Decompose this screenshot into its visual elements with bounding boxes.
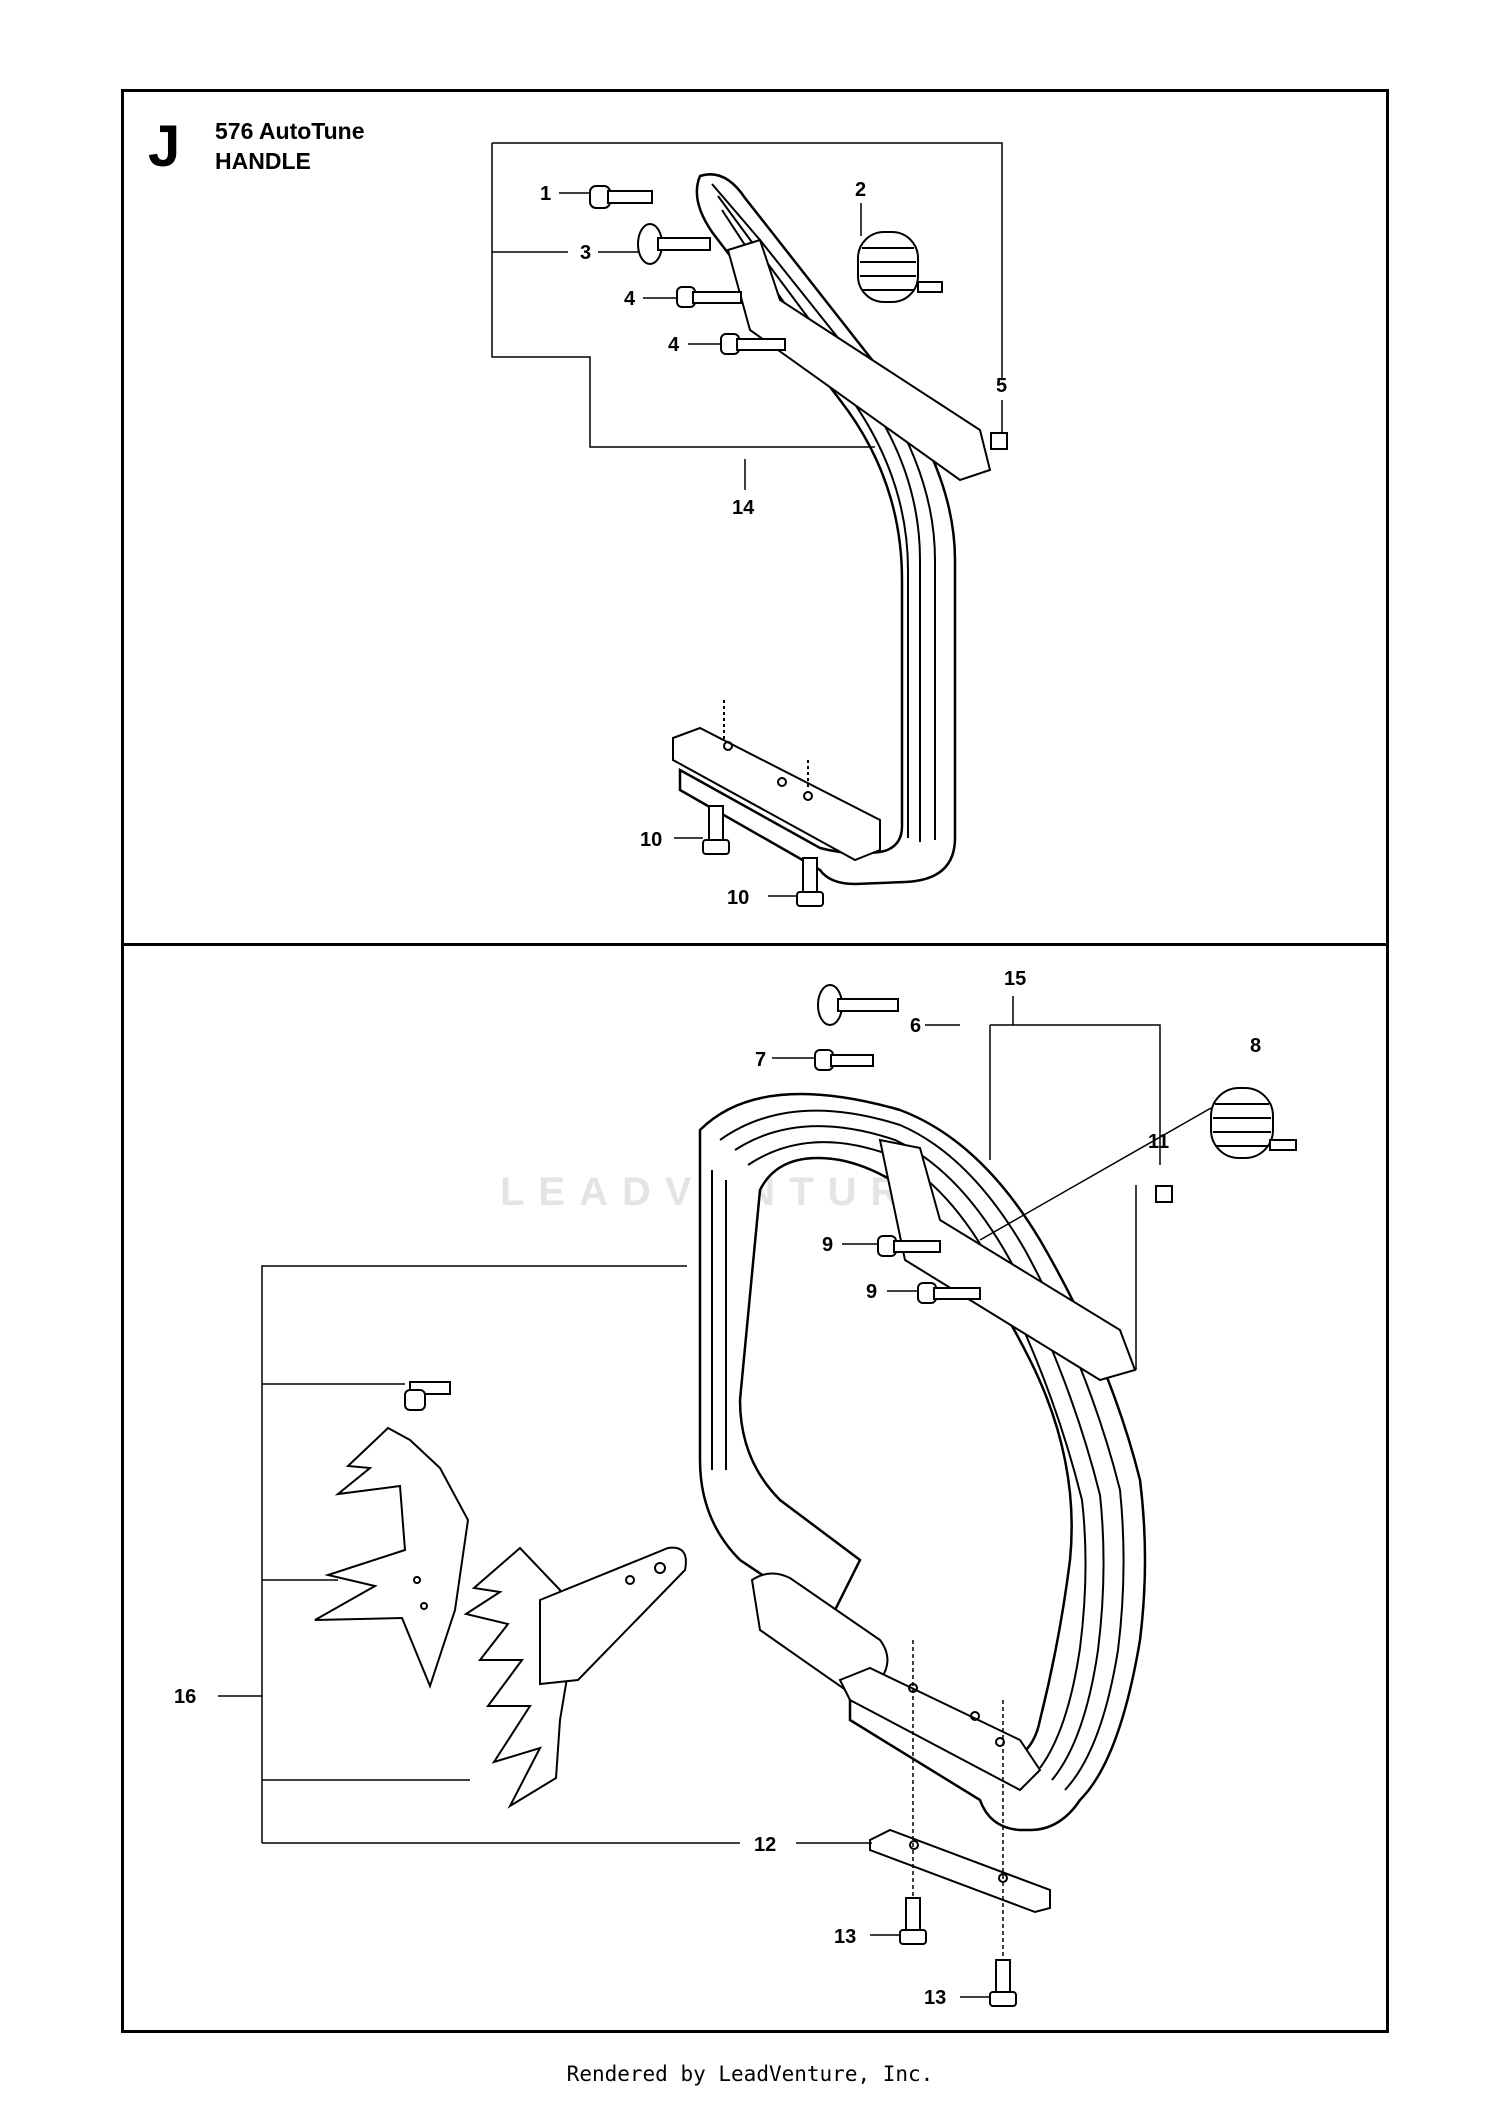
mount-hole bbox=[777, 777, 787, 787]
wrap-rib bbox=[734, 1125, 1105, 1781]
callout-13a: 13 bbox=[834, 1926, 856, 1948]
callout-15: 15 bbox=[1004, 968, 1026, 990]
screw-4a bbox=[676, 286, 742, 308]
bottom-handle-assembly bbox=[218, 984, 1297, 2007]
spring-2 bbox=[857, 231, 943, 303]
clamp-plate-12 bbox=[869, 1828, 1051, 1914]
callout-6: 6 bbox=[910, 1015, 921, 1037]
wrap-bracket bbox=[878, 1138, 1137, 1382]
screw-7 bbox=[814, 1049, 874, 1071]
mount-hole bbox=[995, 1737, 1005, 1747]
section-letter: J bbox=[148, 114, 181, 179]
callout-14: 14 bbox=[732, 497, 755, 519]
section-divider bbox=[121, 943, 1389, 946]
callout-16: 16 bbox=[174, 1686, 196, 1708]
diagram-frame bbox=[121, 89, 1389, 2033]
group-line-15 bbox=[990, 1024, 1161, 1165]
callout-12: 12 bbox=[754, 1834, 776, 1856]
mount-hole bbox=[970, 1711, 980, 1721]
callout-5: 5 bbox=[996, 375, 1007, 397]
handle-bracket bbox=[726, 238, 992, 482]
screw-13b bbox=[989, 1959, 1017, 2007]
group-line-5 bbox=[492, 142, 1003, 380]
screw-3 bbox=[637, 223, 711, 265]
handle-mount-bar bbox=[672, 726, 881, 862]
callout-4a: 4 bbox=[624, 288, 636, 310]
section-title: HANDLE bbox=[215, 148, 311, 174]
model-name: 576 AutoTune bbox=[215, 118, 365, 144]
screw-9a bbox=[877, 1235, 941, 1257]
callout-1: 1 bbox=[540, 183, 551, 205]
callout-8: 8 bbox=[1250, 1035, 1261, 1057]
nut-11 bbox=[1155, 1185, 1173, 1203]
screw-4b bbox=[720, 333, 786, 355]
wrap-mount-bar bbox=[838, 1666, 1042, 1792]
screw-13a bbox=[899, 1897, 927, 1945]
callout-7: 7 bbox=[755, 1049, 766, 1071]
wrap-rib bbox=[747, 1141, 1087, 1769]
spike-bracket bbox=[539, 1546, 687, 1686]
callout-11: 11 bbox=[1148, 1131, 1169, 1153]
callout-4b: 4 bbox=[668, 334, 680, 356]
callout-9b: 9 bbox=[866, 1281, 877, 1303]
callout-3: 3 bbox=[580, 242, 591, 264]
mount-hole bbox=[723, 741, 733, 751]
mount-hole bbox=[909, 1840, 919, 1850]
screw-6 bbox=[817, 984, 899, 1026]
callout-10a: 10 bbox=[640, 829, 662, 851]
screw-1 bbox=[589, 185, 653, 209]
screw-10b bbox=[796, 857, 824, 907]
nut-5 bbox=[990, 432, 1008, 450]
footer-credit: Rendered by LeadVenture, Inc. bbox=[566, 2062, 934, 2086]
callout-13b: 13 bbox=[924, 1987, 946, 2009]
bumper-spike-left bbox=[314, 1426, 470, 1689]
top-handle-assembly bbox=[491, 142, 1008, 907]
group-line-16 bbox=[261, 1265, 687, 1843]
spike-screw bbox=[404, 1381, 451, 1411]
callout-10b: 10 bbox=[727, 887, 749, 909]
callout-2: 2 bbox=[855, 179, 866, 201]
screw-10a bbox=[702, 805, 730, 855]
spring-8 bbox=[1210, 1087, 1297, 1159]
callout-9a: 9 bbox=[822, 1234, 833, 1256]
mount-hole bbox=[803, 791, 813, 801]
screw-9b bbox=[917, 1282, 981, 1304]
group-line-14 bbox=[491, 143, 875, 448]
